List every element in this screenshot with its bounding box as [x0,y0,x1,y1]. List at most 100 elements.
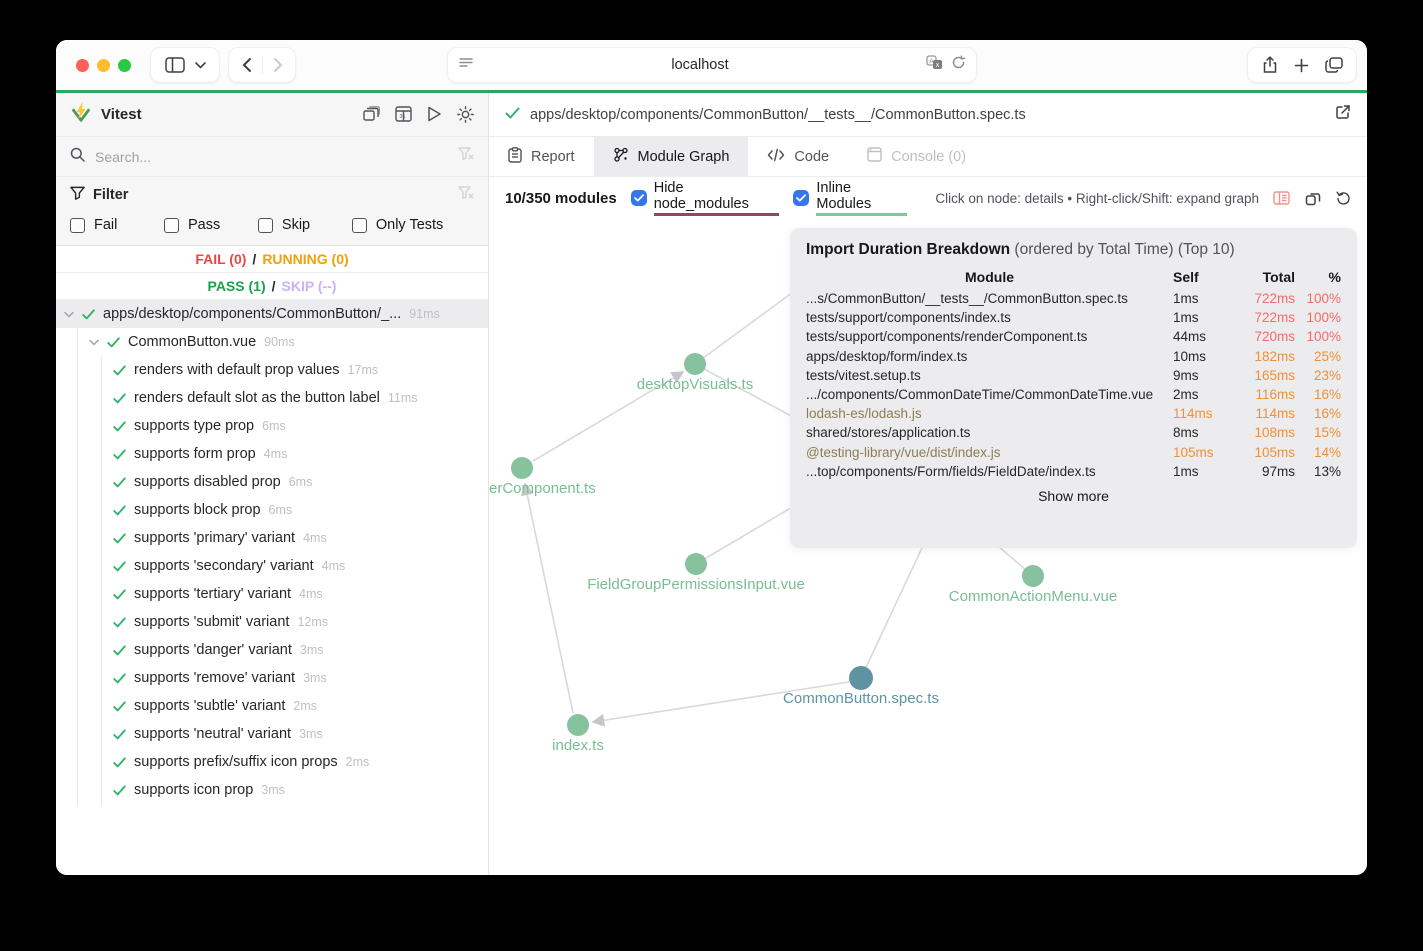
only-tests-checkbox-label: Only Tests [375,217,444,233]
total-time: 114ms [1255,406,1295,422]
show-more-button[interactable]: Show more [1038,487,1109,504]
run-all-icon[interactable] [427,106,442,123]
test-duration: 2ms [293,699,318,713]
legend-icon[interactable] [1273,191,1290,205]
module-graph-toolbar: 10/350 modules Hide node_modules Inline … [489,177,1367,219]
chevron-down-icon[interactable] [64,311,74,318]
back-button[interactable] [242,57,252,73]
breakdown-row: ...s/CommonButton/__tests__/CommonButton… [806,289,1341,308]
tab-module-graph-label: Module Graph [637,148,730,165]
reader-icon[interactable] [458,56,474,75]
forward-button[interactable] [273,57,283,73]
theme-toggle-icon[interactable] [457,106,474,123]
tab-report[interactable]: Report [489,137,594,176]
filter-option-fail[interactable]: Fail [70,217,164,233]
collapse-panels-icon[interactable] [363,106,380,123]
close-window-button[interactable] [76,59,89,72]
graph-node[interactable] [511,457,533,479]
url-text: localhost [671,57,729,73]
test-duration: 17ms [347,363,379,377]
modules-count: 10/350 modules [505,189,617,207]
test-tree-row[interactable]: apps/desktop/components/CommonButton/_..… [56,300,488,328]
pass-checkbox[interactable] [163,217,179,233]
module-name: ...s/CommonButton/__tests__/CommonButton… [806,291,1128,307]
only-tests-checkbox[interactable] [351,217,367,233]
tab-code[interactable]: Code [748,137,848,176]
filter-option-pass[interactable]: Pass [163,217,258,233]
tab-overview-icon[interactable] [1324,57,1343,73]
module-name: lodash-es/lodash.js [806,406,922,422]
browser-sidebar-toggle[interactable] [150,47,220,83]
filter-option-only-tests[interactable]: Only Tests [351,217,474,233]
minimize-window-button[interactable] [97,59,110,72]
checked-checkbox-icon[interactable] [630,190,647,206]
inline-modules-toggle[interactable]: Inline Modules [793,180,908,216]
expand-all-icon[interactable] [1305,191,1321,206]
graph-edge [532,371,685,462]
skip-checkbox[interactable] [257,217,273,233]
self-time: 1ms [1173,310,1199,326]
test-name: supports 'secondary' variant [134,558,314,574]
test-name: supports 'remove' variant [134,670,296,686]
checked-checkbox-icon[interactable] [793,190,810,206]
status-line-pass-skip: PASS (1) / SKIP (--) [56,273,488,300]
breakdown-row: ...top/components/Form/fields/FieldDate/… [806,462,1341,481]
test-duration: 3ms [299,727,323,741]
dashboard-icon[interactable]: 31 [395,106,412,123]
pass-check-icon [113,728,126,740]
graph-node[interactable] [684,353,706,375]
tab-module-graph[interactable]: Module Graph [593,137,749,176]
module-name: shared/stores/application.ts [806,425,971,441]
graph-node[interactable] [849,666,873,690]
graph-node[interactable] [1022,565,1044,587]
clear-filters-icon[interactable] [458,185,474,205]
reload-icon[interactable] [951,55,966,75]
total-time: 182ms [1254,348,1295,364]
reset-graph-icon[interactable] [1336,191,1351,206]
search-input[interactable] [95,148,448,165]
zoom-window-button[interactable] [118,59,131,72]
filter-option-skip[interactable]: Skip [257,217,352,233]
pass-check-icon [113,784,126,796]
test-name: supports form prop [134,446,256,462]
chevron-down-icon[interactable] [89,339,99,346]
fail-checkbox-label: Fail [94,217,118,233]
hide-node-modules-toggle[interactable]: Hide node_modules [630,180,780,216]
open-external-icon[interactable] [1335,104,1351,125]
test-tree-row[interactable]: renders default slot as the button label… [56,384,488,412]
share-icon[interactable] [1262,56,1278,74]
test-name: supports block prop [134,502,261,518]
graph-hint-text: Click on node: details • Right-click/Shi… [935,190,1259,206]
graph-node[interactable] [685,553,707,575]
fail-checkbox[interactable] [70,217,85,233]
new-tab-icon[interactable] [1294,58,1309,73]
tab-console[interactable]: Console (0) [848,137,985,176]
clear-search-filter-icon[interactable] [458,147,474,166]
pass-check-icon [113,532,126,544]
test-duration: 2ms [345,755,370,769]
graph-node[interactable] [567,714,589,736]
